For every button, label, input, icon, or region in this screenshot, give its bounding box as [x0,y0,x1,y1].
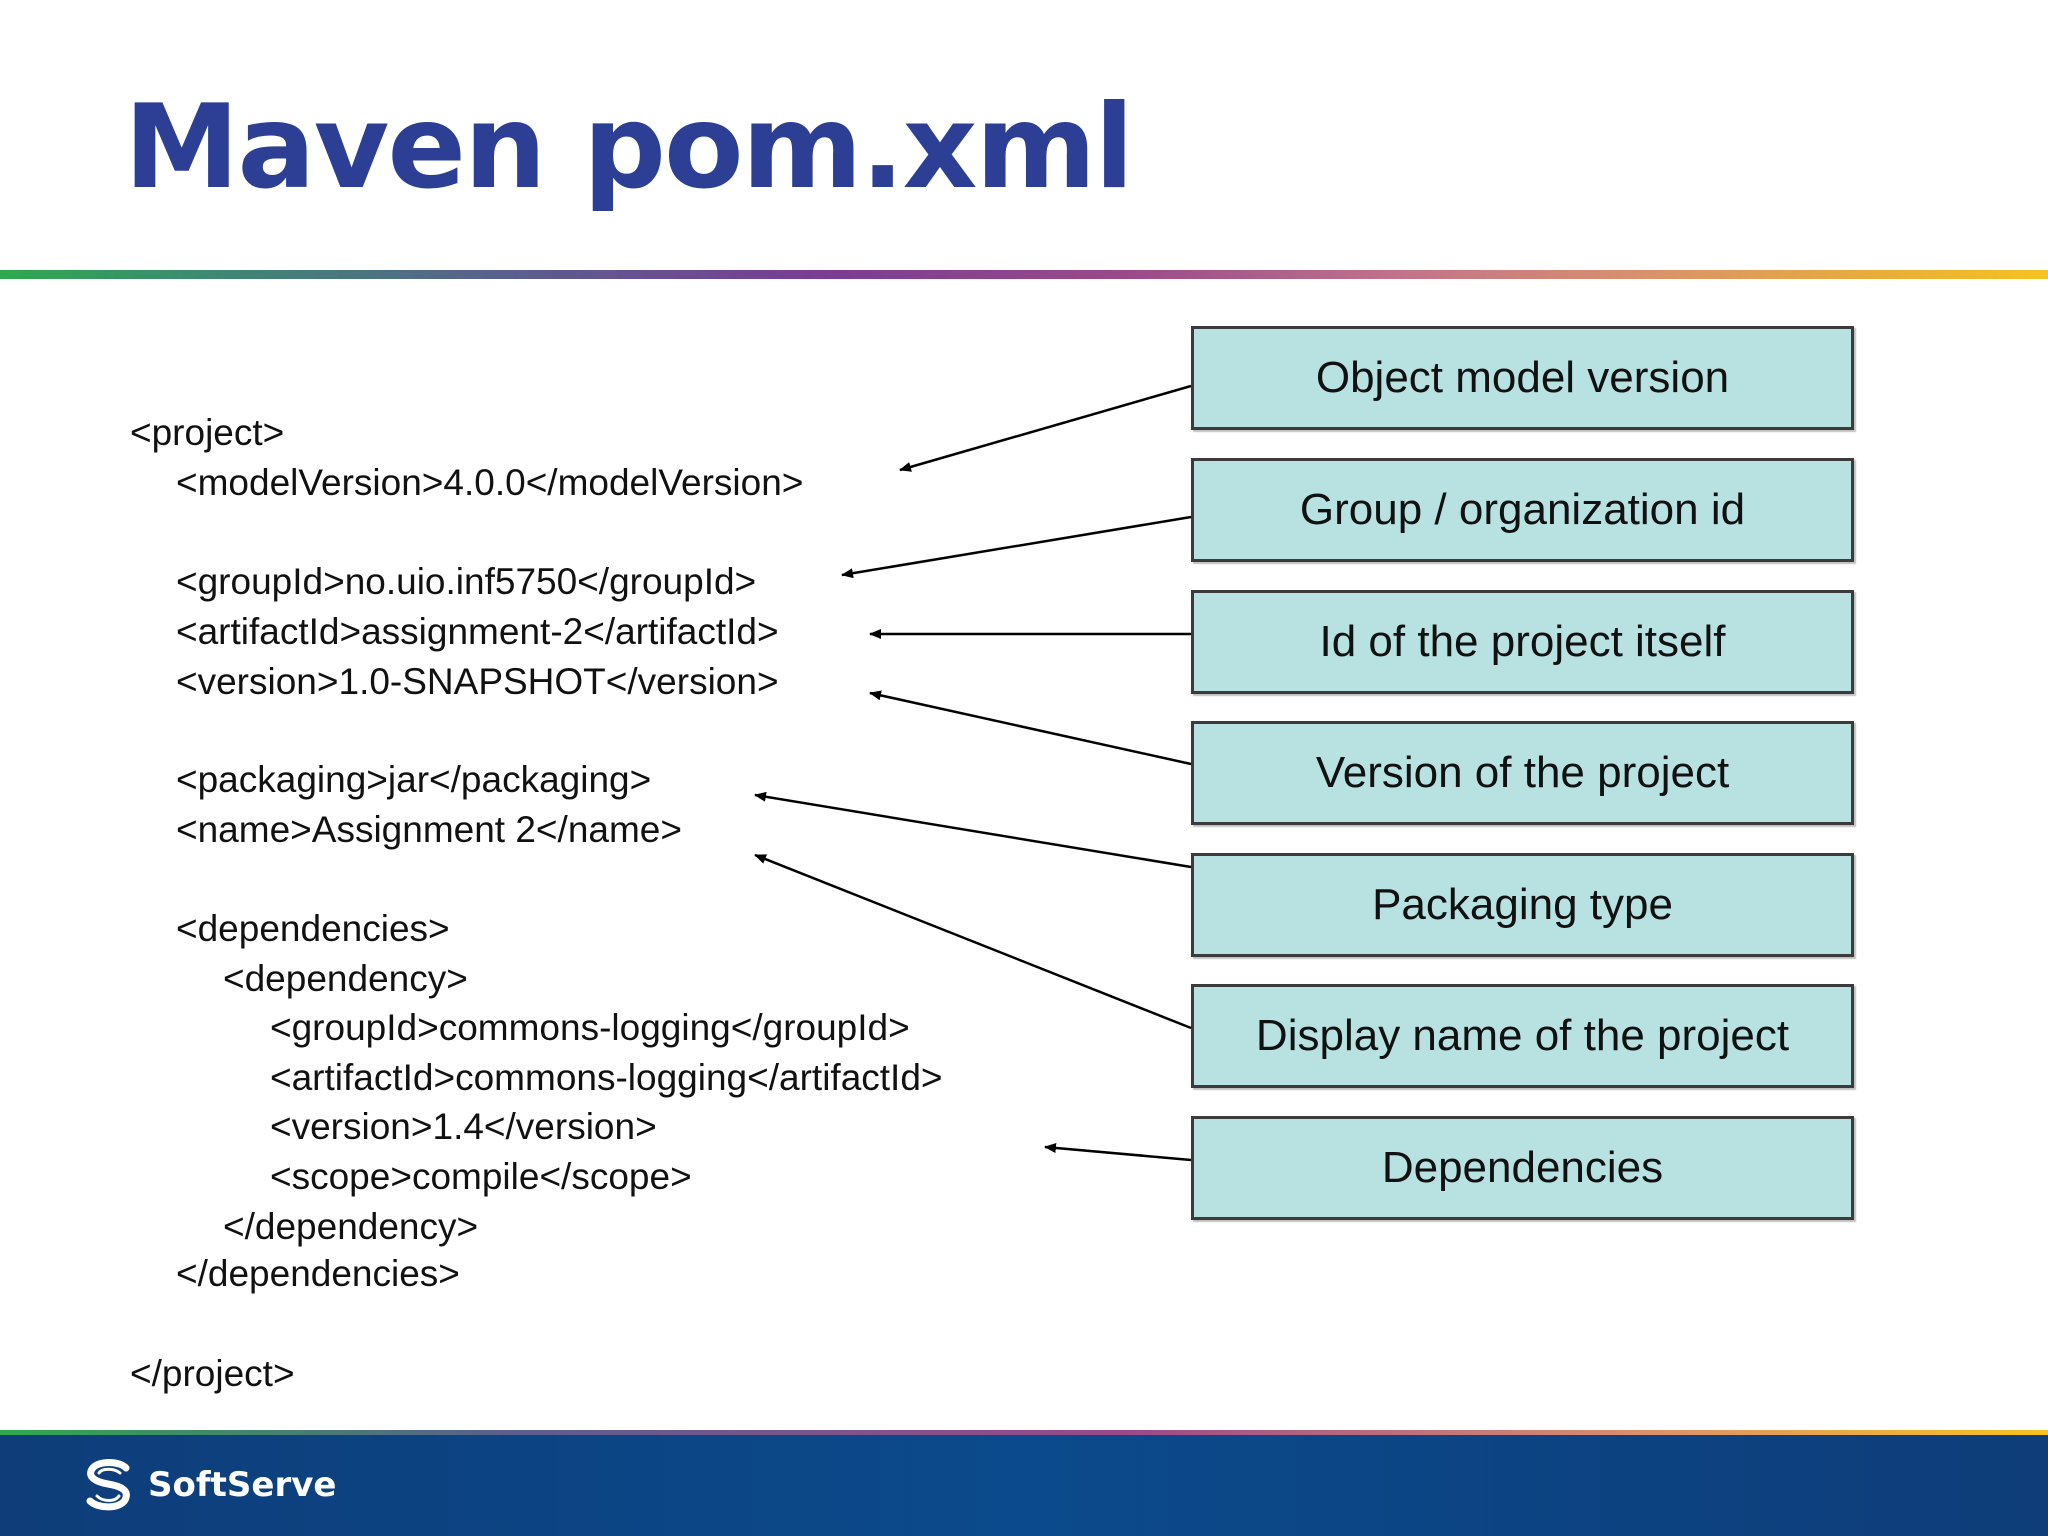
callout-packaging-type: Packaging type [1191,853,1854,957]
softserve-logo-icon [86,1459,130,1511]
code-line: <dependency> [223,958,468,999]
code-line: <project> [130,412,285,453]
arrow-to-dependencies [1044,1142,1192,1162]
softserve-logo: SoftServe [80,1455,336,1515]
title-divider [0,270,2048,279]
code-line: <groupId>commons-logging</groupId> [270,1007,910,1048]
code-line: <artifactId>assignment-2</artifactId> [176,611,779,652]
footer-divider [0,1430,2048,1435]
code-line: <artifactId>commons-logging</artifactId> [270,1057,943,1098]
code-line: <dependencies> [176,908,450,949]
arrow-to-model-version [899,384,1192,472]
slide-footer [0,1435,2048,1536]
callout-project-id: Id of the project itself [1191,590,1854,694]
arrow-to-group-id [841,515,1192,579]
code-line: <name>Assignment 2</name> [176,809,682,850]
arrow-to-name [754,853,1192,1030]
code-line: <version>1.0-SNAPSHOT</version> [176,661,779,702]
slide-title: Maven pom.xml [124,80,1134,215]
code-line: </dependencies> [176,1253,460,1294]
code-line: <groupId>no.uio.inf5750</groupId> [176,561,757,602]
code-line: </dependency> [223,1206,479,1247]
logo-text: SoftServe [148,1465,337,1505]
arrow-to-version [869,690,1192,766]
callout-group-id: Group / organization id [1191,458,1854,562]
code-line: <packaging>jar</packaging> [176,759,652,800]
callout-project-version: Version of the project [1191,721,1854,825]
code-line: </project> [130,1353,295,1394]
code-line: <scope>compile</scope> [270,1156,692,1197]
callout-display-name: Display name of the project [1191,984,1854,1088]
callout-dependencies: Dependencies [1191,1116,1854,1220]
code-line: <modelVersion>4.0.0</modelVersion> [176,462,804,503]
code-line: <version>1.4</version> [270,1106,657,1147]
arrow-to-packaging [754,791,1192,869]
callout-object-model-version: Object model version [1191,326,1854,430]
